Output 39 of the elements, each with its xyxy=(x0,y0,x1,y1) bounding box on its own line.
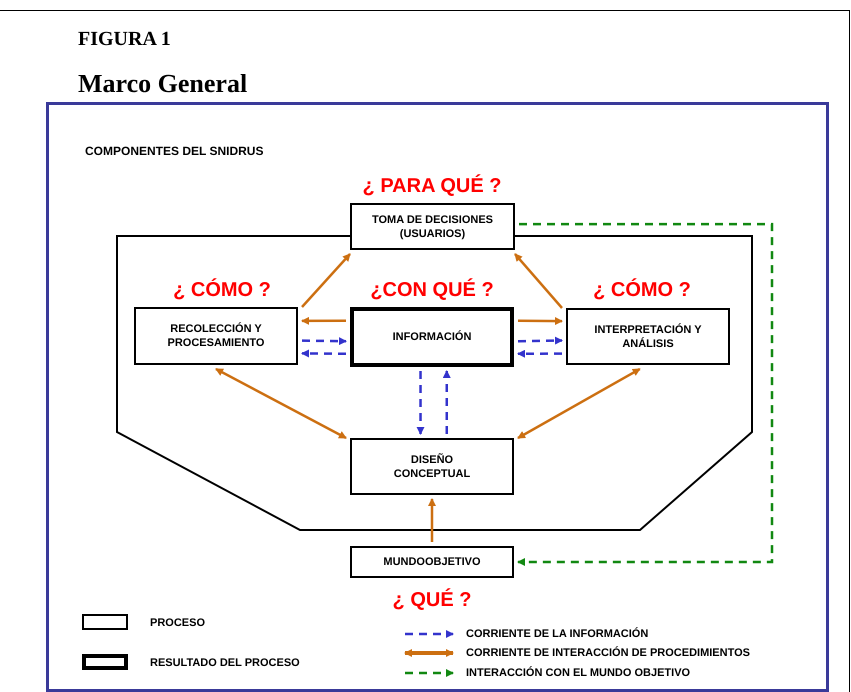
node-label: INFORMACIÓN xyxy=(392,330,472,344)
process-box xyxy=(350,438,514,495)
process-box xyxy=(350,203,515,250)
arrow xyxy=(517,368,641,440)
question-label: ¿ PARA QUÉ ? xyxy=(362,173,502,199)
node-label: TOMA DE DECISIONES (USUARIOS) xyxy=(370,212,494,240)
question-label: ¿CON QUÉ ? xyxy=(370,277,494,303)
arrow xyxy=(518,317,563,326)
figure-number: FIGURA 1 xyxy=(78,27,171,52)
process-box xyxy=(566,308,730,365)
arrow xyxy=(215,368,347,440)
node-label: MUNDOOBJETIVO xyxy=(383,555,481,569)
question-label: ¿ CÓMO ? xyxy=(173,277,271,303)
arrow xyxy=(517,350,562,358)
section-heading: COMPONENTES DEL SNIDRUS xyxy=(85,143,264,160)
legend-label: RESULTADO DEL PROCESO xyxy=(150,656,300,671)
question-label: ¿ CÓMO ? xyxy=(593,277,691,303)
legend-label: CORRIENTE DE LA INFORMACIÓN xyxy=(466,626,648,642)
arrow xyxy=(301,349,346,358)
arrow xyxy=(416,371,425,435)
legend-label: PROCESO xyxy=(150,616,206,631)
node-label: INTERPRETACIÓN Y ANÁLISIS xyxy=(593,322,703,350)
title: Marco General xyxy=(78,68,248,100)
legend-label: INTERACCIÓN CON EL MUNDO OBJETIVO xyxy=(466,665,690,681)
arrow xyxy=(517,222,774,566)
arrow xyxy=(442,370,451,434)
arrow xyxy=(514,253,563,309)
arrow xyxy=(518,336,563,345)
arrow xyxy=(302,337,347,346)
arrow xyxy=(428,498,436,542)
arrow xyxy=(301,316,346,325)
node-label: DISEÑO CONCEPTUAL xyxy=(392,452,472,480)
process-box xyxy=(134,307,298,365)
process-box xyxy=(350,546,514,578)
arrow xyxy=(301,253,351,308)
node-label: RECOLECCIÓN Y PROCESAMIENTO xyxy=(166,322,266,350)
legend-label: CORRIENTE DE INTERACCIÓN DE PROCEDIMIENTOS xyxy=(466,645,750,661)
result-box xyxy=(350,307,514,367)
question-label: ¿ QUÉ ? xyxy=(392,587,472,613)
